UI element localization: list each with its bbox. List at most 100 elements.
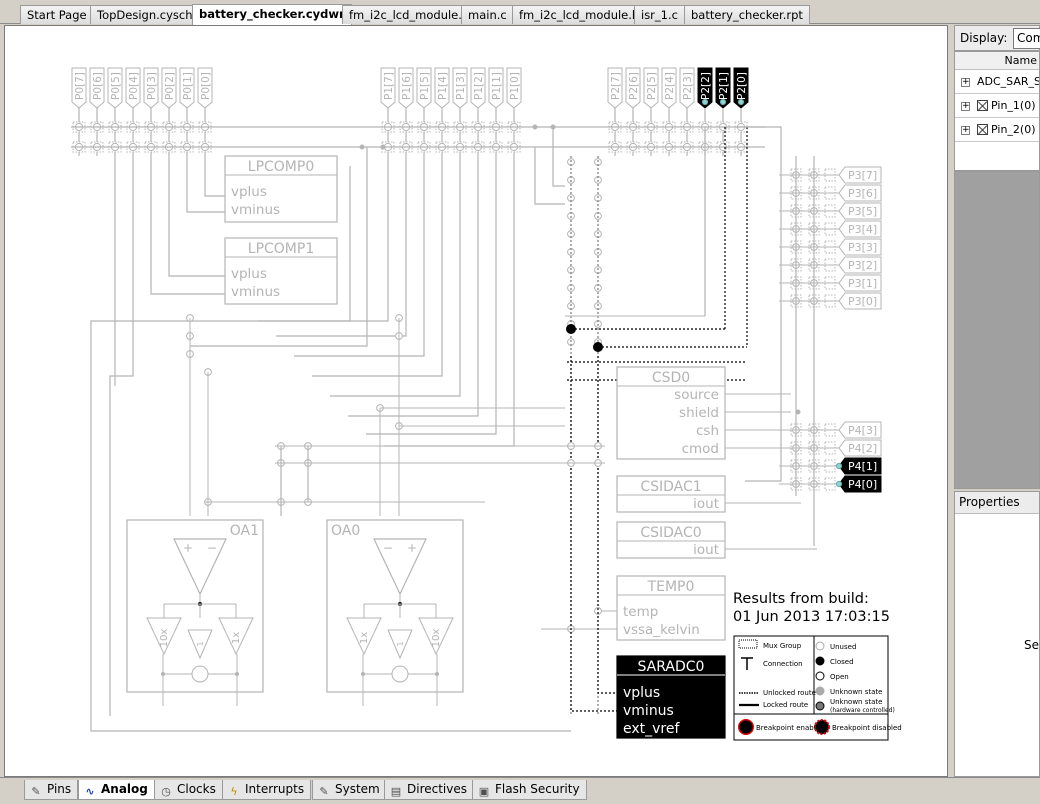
pin-flag[interactable] <box>607 67 623 109</box>
display-row: Display: Com <box>954 25 1040 51</box>
pin-label: P1[0] <box>509 72 521 100</box>
pin-flag[interactable] <box>643 67 659 109</box>
pin-flag[interactable] <box>838 475 882 493</box>
csd0-block-title: CSD0 <box>652 370 690 386</box>
unlocked-checkbox-icon[interactable] <box>977 124 988 135</box>
pin-label: P4[2] <box>848 442 877 455</box>
tree-item-pin1[interactable]: + Pin_1(0) <box>955 94 1039 118</box>
pin-flag[interactable] <box>715 67 731 109</box>
expand-icon[interactable]: + <box>961 101 970 111</box>
port-label: iout <box>693 496 719 512</box>
legend-label: Locked route <box>763 701 808 709</box>
pin-flag[interactable] <box>733 67 749 109</box>
saradc0-block[interactable] <box>616 655 726 739</box>
pin-flag[interactable] <box>71 67 87 109</box>
directives-icon: ▤ <box>390 785 402 798</box>
unlocked-checkbox-icon[interactable] <box>977 100 988 111</box>
pin-flag[interactable] <box>488 67 504 109</box>
csd0-block[interactable] <box>616 366 726 460</box>
pin-flag[interactable] <box>661 67 677 109</box>
pin-flag[interactable] <box>838 292 882 310</box>
bottom-tab-pins[interactable]: ✎Pins <box>24 780 79 800</box>
pin-flag[interactable] <box>838 166 882 184</box>
display-select[interactable]: Com <box>1013 28 1040 49</box>
pin-flag[interactable] <box>89 67 105 109</box>
csidac1-block[interactable] <box>616 475 726 513</box>
analog-routing-canvas[interactable]: P0[7]P0[6]P0[5]P0[4]P0[3]P0[2]P0[1]P0[0]… <box>4 25 948 777</box>
tab-start-page[interactable]: Start Page <box>20 5 94 24</box>
legend-label: (hardware controlled) <box>830 707 895 714</box>
pin-flag[interactable] <box>197 67 213 109</box>
pin-flag[interactable] <box>838 184 882 202</box>
tab-fm-i2c-lcd-module-h[interactable]: fm_i2c_lcd_module.h <box>512 5 647 24</box>
pin-flag[interactable] <box>107 67 123 109</box>
tab-fm-i2c-lcd-module-c[interactable]: fm_i2c_lcd_module.c <box>342 5 476 24</box>
tab-isr-1-c[interactable]: isr_1.c <box>634 5 685 24</box>
pin-label: P3[0] <box>848 295 877 308</box>
lightning-icon: ϟ <box>230 785 238 798</box>
pin-label: P2[4] <box>664 72 676 100</box>
temp0-block[interactable] <box>616 575 726 641</box>
pin-flag[interactable] <box>838 274 882 292</box>
bottom-tab-label: Clocks <box>177 782 216 796</box>
legend-label: Connection <box>763 660 803 668</box>
pin-label: P4[0] <box>848 478 877 491</box>
display-label: Display: <box>960 31 1008 45</box>
pin-flag[interactable] <box>838 421 882 439</box>
tree-item-adc[interactable]: + ADC_SAR_Se <box>955 70 1039 94</box>
legend-label: Closed <box>830 658 854 666</box>
pin-flag[interactable] <box>434 67 450 109</box>
tab-battery-checker-rpt[interactable]: battery_checker.rpt <box>684 5 810 24</box>
pin-flag[interactable] <box>697 67 713 109</box>
pin-flag[interactable] <box>838 256 882 274</box>
tab-main-c[interactable]: main.c <box>461 5 514 24</box>
temp0-block-title: TEMP0 <box>647 579 695 595</box>
expand-icon[interactable]: + <box>961 77 970 87</box>
opamp-icon <box>373 538 427 596</box>
bottom-tab-label: Flash Security <box>495 782 580 796</box>
pins-icon: ✎ <box>31 785 41 798</box>
pin-label: P0[6] <box>92 72 104 100</box>
pin-flag[interactable] <box>416 67 432 109</box>
build-results-time: 01 Jun 2013 17:03:15 <box>733 609 890 625</box>
pin-label: P0[7] <box>74 72 86 100</box>
bottom-tab-clocks[interactable]: ◷Clocks <box>154 780 223 800</box>
pin-flag[interactable] <box>838 457 882 475</box>
bottom-tab-directives[interactable]: ▤Directives <box>384 780 474 800</box>
pin-flag[interactable] <box>838 220 882 238</box>
port-label: vssa_kelvin <box>623 622 700 638</box>
bottom-tab-analog[interactable]: ∿Analog <box>78 780 155 800</box>
right-panel: Display: Com Name + ADC_SAR_Se + Pin_1(0… <box>954 25 1040 777</box>
pin-flag[interactable] <box>398 67 414 109</box>
tab-topdesign-cysch[interactable]: TopDesign.cysch <box>90 5 200 24</box>
pin-flag[interactable] <box>470 67 486 109</box>
pin-flag[interactable] <box>838 238 882 256</box>
lpcomp1-block[interactable] <box>224 237 338 305</box>
pin-flag[interactable] <box>506 67 522 109</box>
pin-flag[interactable] <box>838 439 882 457</box>
pin-flag[interactable] <box>679 67 695 109</box>
csidac1-block-title: CSIDAC1 <box>640 479 701 495</box>
tree-column-header[interactable]: Name <box>955 52 1039 70</box>
pin-flag[interactable] <box>625 67 641 109</box>
pin-flag[interactable] <box>125 67 141 109</box>
pin-label: P3[2] <box>848 259 877 272</box>
pin-flag[interactable] <box>161 67 177 109</box>
pin-label: P3[6] <box>848 187 877 200</box>
pin-flag[interactable] <box>452 67 468 109</box>
pin-flag[interactable] <box>380 67 396 109</box>
bottom-tab-system[interactable]: ✎System <box>312 780 387 800</box>
tree-item-pin2[interactable]: + Pin_2(0) <box>955 118 1039 142</box>
bottom-tab-label: Analog <box>101 782 148 796</box>
pin-label: P1[5] <box>419 72 431 100</box>
bottom-tab-flash-security[interactable]: ▣Flash Security <box>472 780 587 800</box>
lpcomp0-block[interactable] <box>224 155 338 223</box>
pin-flag[interactable] <box>179 67 195 109</box>
pin-flag[interactable] <box>838 202 882 220</box>
pin-flag[interactable] <box>143 67 159 109</box>
tab-battery-checker-cydwr[interactable]: battery_checker.cydwr <box>192 4 352 25</box>
csidac0-block[interactable] <box>616 521 726 559</box>
expand-icon[interactable]: + <box>961 125 970 135</box>
properties-title: Properties <box>955 492 1039 514</box>
